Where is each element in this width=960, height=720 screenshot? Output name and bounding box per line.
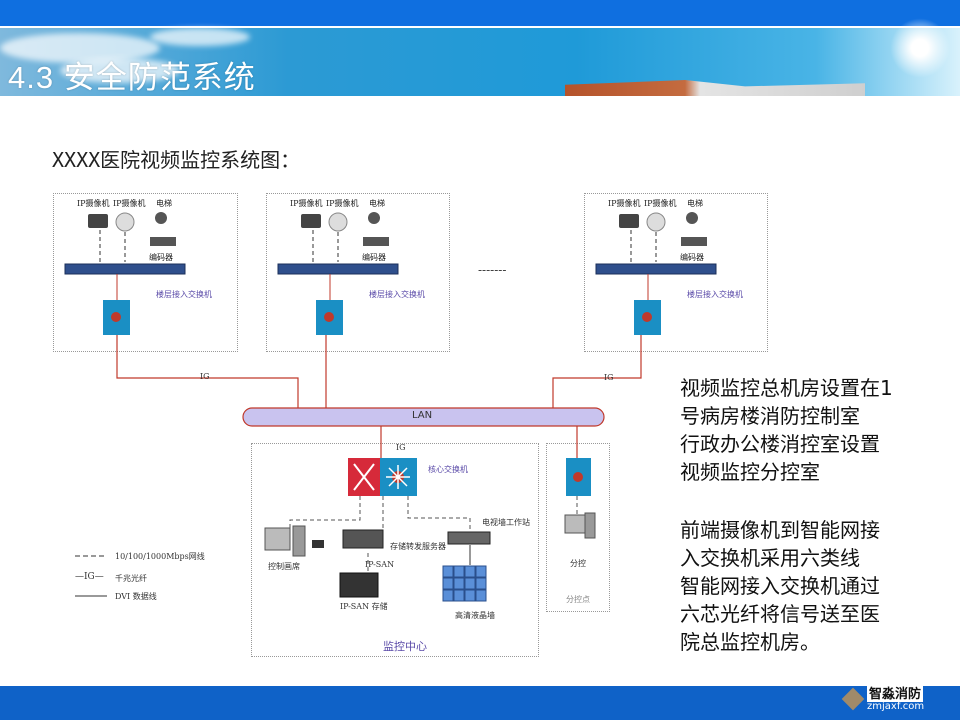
floor-unit-1: [53, 193, 238, 352]
encoder-icon: [363, 237, 389, 246]
encoder-label: 编码器: [149, 252, 173, 262]
lcd-panel: [475, 589, 487, 602]
desc-line: 入交换机采用六类线: [680, 546, 860, 570]
lcd-panel: [453, 577, 465, 590]
camera1-label: IP摄像机: [290, 198, 323, 208]
lcd-panel: [475, 565, 487, 578]
elevator-label: 电梯: [156, 198, 172, 208]
lan-backbone: [242, 407, 605, 427]
encoder-icon: [681, 237, 707, 246]
sun-decoration: [890, 18, 950, 78]
floor-unit-2: [266, 193, 450, 352]
tv-wall-station-icon: [447, 531, 491, 545]
storage-server-icon: [342, 529, 384, 549]
core-switch-label: 核心交换机: [428, 465, 468, 474]
access-switch-icon: [277, 263, 399, 275]
legend-label-cable: 10/100/1000Mbps网线: [115, 552, 205, 561]
description-para-1: 视频监控总机房设置在1 号病房楼消防控制室 行政办公楼消控室设置 视频监控分控室: [680, 374, 893, 486]
lcd-panel: [464, 565, 476, 578]
desc-line: 视频监控总机房设置在1: [680, 376, 893, 400]
camera2-label: IP摄像机: [644, 198, 677, 208]
storage-server-label: 存储转发服务器: [390, 542, 446, 551]
core-fiber-label: IG: [396, 443, 406, 452]
camera1-label: IP摄像机: [77, 198, 110, 208]
lcd-wall-label: 高清液晶墙: [455, 611, 495, 620]
desc-line: 院总监控机房。: [680, 630, 820, 654]
access-switch-label: 楼层接入交换机: [156, 289, 212, 299]
slide-title: 4.3 安全防范系统: [8, 60, 256, 95]
lcd-panel: [442, 589, 454, 602]
desc-line: 前端摄像机到智能网接: [680, 518, 880, 542]
elevator-label: 电梯: [687, 198, 703, 208]
desc-line: 行政办公楼消控室设置: [680, 432, 880, 456]
encoder-label: 编码器: [680, 252, 704, 262]
description-para-2: 前端摄像机到智能网接 入交换机采用六类线 智能网接入交换机通过 六芯光纤将信号送…: [680, 516, 880, 656]
camera1-label: IP摄像机: [608, 198, 641, 208]
access-switch-label: 楼层接入交换机: [369, 289, 425, 299]
monitor-center-label: 监控中心: [383, 640, 427, 653]
elevator-camera-icon: [686, 212, 698, 224]
fiber-label-1: IG: [200, 372, 210, 381]
watermark-name: 智淼消防: [867, 683, 924, 702]
diagram-title: XXXX医院视频监控系统图：: [52, 148, 301, 172]
lcd-panel: [464, 589, 476, 602]
legend-symbol-fiber: —IG—: [75, 572, 104, 582]
fiber-links: [116, 335, 642, 458]
fiber-label-2: IG: [604, 373, 614, 382]
dome-camera-icon: [328, 212, 348, 232]
elevator-label: 电梯: [369, 198, 385, 208]
branch-box: [546, 443, 610, 612]
access-switch-icon: [595, 263, 717, 275]
dome-camera-icon: [115, 212, 135, 232]
access-switch-icon: [64, 263, 186, 275]
more-floors-ellipsis: -------: [478, 263, 507, 277]
legend-label-fiber: 千兆光纤: [115, 574, 147, 583]
branch-pc-label: 分控: [570, 559, 586, 568]
branch-label: 分控点: [566, 595, 590, 604]
ipsan-storage-label: IP-SAN 存储: [340, 602, 388, 611]
lcd-panel: [453, 589, 465, 602]
desc-line: 智能网接入交换机通过: [680, 574, 880, 598]
lcd-panel: [442, 577, 454, 590]
camera2-label: IP摄像机: [326, 198, 359, 208]
ipsan-link-label: IP-SAN: [365, 560, 395, 569]
top-band: [0, 0, 960, 26]
logo-icon: [841, 687, 865, 711]
lcd-panel: [464, 577, 476, 590]
desc-line: 号病房楼消防控制室: [680, 404, 860, 428]
watermark-url: zmjaxf.com: [867, 701, 925, 712]
box-camera-icon: [301, 214, 321, 228]
footer-band: [0, 686, 960, 720]
box-camera-icon: [619, 214, 639, 228]
lcd-panel: [453, 565, 465, 578]
elevator-camera-icon: [368, 212, 380, 224]
joystick-icon: [312, 540, 324, 548]
desc-line: 六芯光纤将信号送至医: [680, 602, 880, 626]
floor-unit-3: [584, 193, 768, 352]
console-label: 控制画席: [268, 562, 300, 571]
elevator-camera-icon: [155, 212, 167, 224]
tv-wall-station-label: 电视墙工作站: [482, 518, 530, 527]
access-switch-label: 楼层接入交换机: [687, 289, 743, 299]
encoder-icon: [150, 237, 176, 246]
desc-line: 视频监控分控室: [680, 460, 820, 484]
branch-pc-icon: [564, 514, 588, 534]
watermark-logo: 智淼消防 zmjaxf.com: [841, 683, 927, 717]
lcd-panel: [475, 577, 487, 590]
monitor-center-box: [251, 443, 539, 657]
lan-label: LAN: [412, 410, 433, 421]
ipsan-storage-icon: [339, 572, 379, 598]
lcd-wall-icon: [442, 565, 487, 602]
encoder-label: 编码器: [362, 252, 386, 262]
camera2-label: IP摄像机: [113, 198, 146, 208]
header-banner: [0, 18, 960, 96]
legend-label-dvi: DVI 数据线: [115, 592, 157, 601]
dome-camera-icon: [646, 212, 666, 232]
box-camera-icon: [88, 214, 108, 228]
console-pc-icon: [264, 527, 291, 551]
lcd-panel: [442, 565, 454, 578]
